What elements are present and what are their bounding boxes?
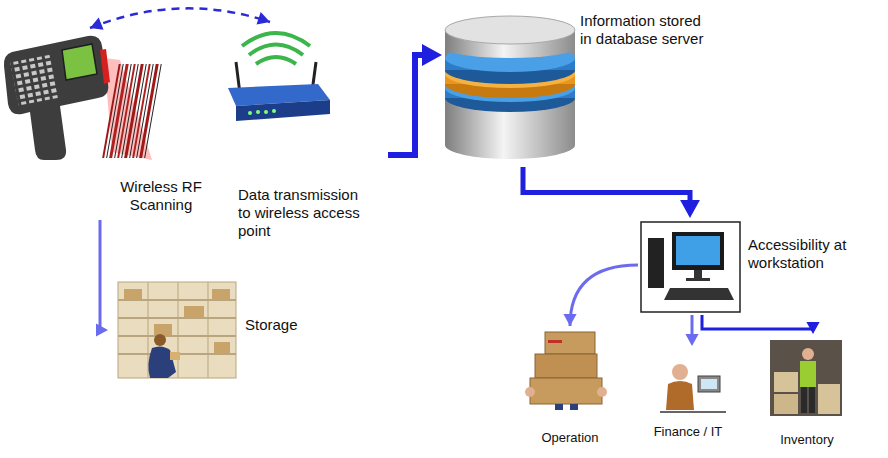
node-label: Information stored in database server (580, 12, 712, 48)
connector-line (98, 220, 101, 330)
node-caption: Inventory (763, 432, 851, 448)
diagram-node: Inventory (763, 334, 854, 451)
arrow-head (563, 314, 576, 326)
connector-line (388, 55, 428, 155)
connector-line (523, 167, 690, 205)
database-illustration (445, 16, 575, 159)
operation-illustration (525, 332, 607, 410)
node-label: Accessibility at workstation (748, 236, 850, 272)
arrow-head (685, 334, 698, 346)
node-label: Operation (518, 430, 622, 446)
node-caption: Accessibility at workstation (748, 236, 850, 272)
diagram-node: Finance / IT (645, 346, 734, 443)
node-label: Storage (245, 316, 303, 334)
arrow-head (806, 322, 819, 334)
diagram-node: Wireless RF Scanning (5, 28, 210, 220)
connector-line (702, 315, 813, 329)
arrow-head (422, 44, 442, 66)
arrow-head (90, 17, 104, 29)
diagram-node: Accessibility at workstation (638, 218, 853, 315)
rf-scanner-illustration (4, 36, 162, 160)
connector-arrow (685, 315, 698, 346)
node-label: Finance / IT (645, 424, 731, 440)
connector-arrow (523, 167, 700, 218)
connector-line (90, 8, 270, 28)
node-label: Data transmission to wireless access poi… (238, 186, 373, 240)
arrow-head (257, 12, 270, 25)
node-caption: Storage (245, 316, 303, 334)
workstation-illustration (641, 222, 740, 312)
finance-illustration (660, 364, 726, 412)
connector-line (570, 265, 638, 326)
diagram-node: Information stored in database server (442, 2, 727, 167)
router-illustration (228, 33, 330, 121)
diagram-node: Data transmission to wireless access poi… (222, 22, 388, 255)
node-caption: Operation (518, 430, 622, 446)
arrow-head (96, 323, 108, 336)
inventory-illustration (770, 340, 842, 416)
node-caption: Finance / IT (645, 424, 731, 440)
connector-arrow (90, 8, 270, 29)
connector-arrow (563, 265, 638, 326)
node-caption: Wireless RF Scanning (115, 178, 207, 214)
storage-illustration (118, 282, 236, 378)
node-caption: Information stored in database server (580, 12, 712, 48)
arrow-head (680, 200, 700, 218)
diagram-node: Operation (518, 326, 625, 450)
connector-arrow (96, 220, 108, 337)
node-label: Wireless RF Scanning (115, 178, 207, 214)
node-label: Inventory (763, 432, 851, 448)
connector-arrow (702, 315, 820, 334)
node-caption: Data transmission to wireless access poi… (238, 186, 373, 240)
connector-arrow (388, 44, 442, 155)
diagram-node: Storage (108, 278, 306, 382)
